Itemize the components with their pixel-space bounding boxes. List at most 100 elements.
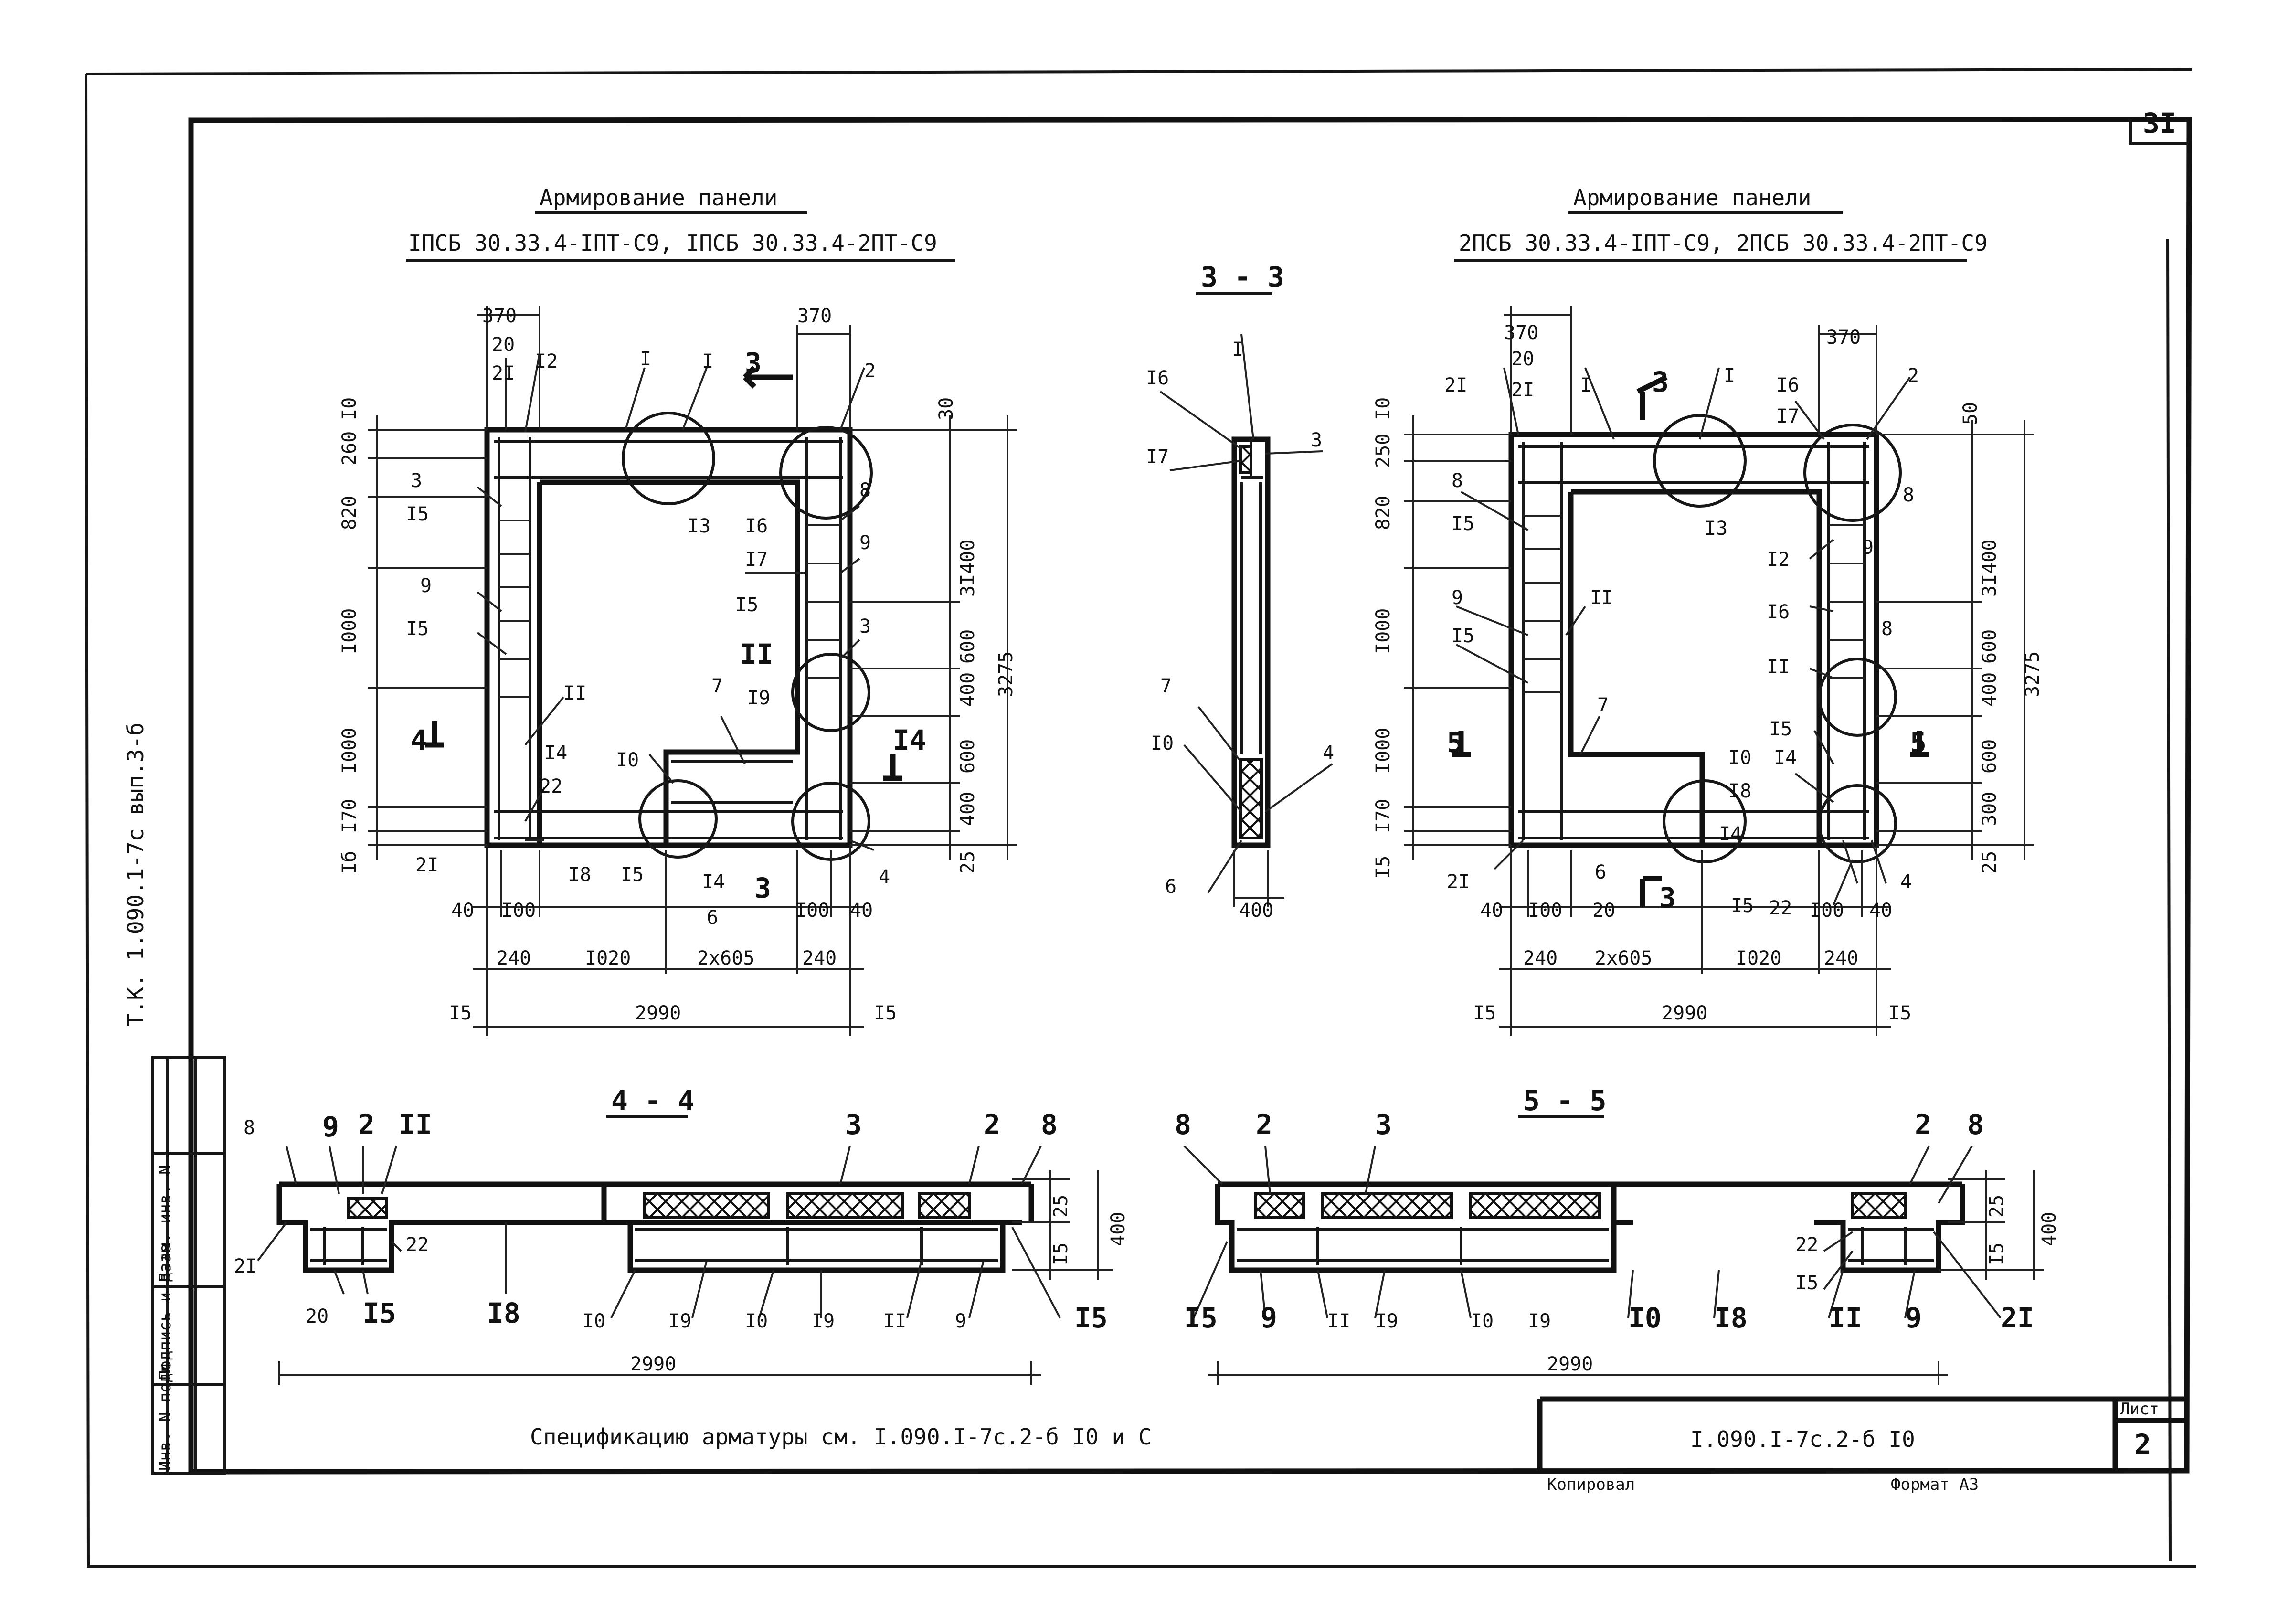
label: I5 xyxy=(735,594,758,616)
label: 8 xyxy=(1881,618,1893,640)
right-panel-subtitle: 2ПСБ 30.33.4-IПТ-С9, 2ПСБ 30.33.4-2ПТ-С9 xyxy=(1459,230,1988,256)
label: 370 xyxy=(797,305,832,327)
label: 8 xyxy=(1903,484,1914,506)
section-4-4-title: 4 - 4 xyxy=(611,1084,695,1117)
label: 6 xyxy=(1595,861,1606,883)
label: 4 xyxy=(1323,742,1334,764)
label: I9 xyxy=(1528,1310,1551,1332)
label: 9 xyxy=(859,532,871,554)
label: I5 xyxy=(621,864,644,886)
label: I5 xyxy=(1888,1002,1911,1024)
label: 7 xyxy=(711,675,723,697)
label: 260 xyxy=(339,431,360,466)
label: II xyxy=(563,682,586,704)
label: 3 xyxy=(411,470,422,492)
spec-note: Спецификацию арматуры см. I.090.I-7с.2-б… xyxy=(530,1424,1152,1450)
label: I9 xyxy=(812,1310,835,1332)
label: 25 xyxy=(957,851,979,874)
label: I000 xyxy=(339,728,360,774)
label: II xyxy=(883,1310,906,1332)
label: I6 xyxy=(745,515,768,537)
label: 30 xyxy=(935,397,957,420)
label: 2I xyxy=(1447,871,1470,893)
label: I7 xyxy=(1146,446,1169,468)
label: I0 xyxy=(1628,1302,1662,1334)
label: 20 xyxy=(1511,348,1534,370)
label: 400 xyxy=(1239,900,1273,922)
label: I00 xyxy=(1528,900,1562,922)
left-panel-subtitle: IПСБ 30.33.4-IПТ-С9, IПСБ 30.33.4-2ПТ-С9 xyxy=(408,230,937,256)
right-panel-labels: 370 370 20 2I 2I I 3 I I6 I7 2 50 I0 250… xyxy=(1372,322,2044,1024)
label: 2 xyxy=(1256,1108,1272,1141)
label: 22 xyxy=(540,775,562,797)
label: 9 xyxy=(322,1111,339,1143)
label: I70 xyxy=(1372,799,1394,833)
label: I xyxy=(1580,374,1592,396)
label: 50 xyxy=(1960,402,1982,425)
section-3-3-drawing xyxy=(1159,334,1333,907)
label: 240 xyxy=(1523,947,1558,969)
label: I xyxy=(1724,365,1735,387)
label: 6 xyxy=(707,907,718,929)
label: 250 xyxy=(1372,434,1394,468)
label: 40 xyxy=(1869,900,1892,922)
label: 40 xyxy=(451,900,474,922)
label: 300 xyxy=(1979,792,2001,826)
label: 22 xyxy=(406,1234,429,1256)
label: 600 xyxy=(957,629,979,664)
label: II xyxy=(1829,1302,1862,1334)
label: 25 xyxy=(1050,1195,1072,1218)
label: I8 xyxy=(487,1297,520,1329)
label: I8 xyxy=(568,864,591,886)
side-stamp-text: Т.К. 1.090.1-7с вып.3-б xyxy=(123,722,148,1027)
label: 9 xyxy=(1905,1302,1922,1334)
doc-code: I.090.I-7с.2-б I0 xyxy=(1690,1426,1915,1452)
label: 7 xyxy=(1597,694,1609,716)
label: I5 xyxy=(1372,856,1394,879)
label: 600 xyxy=(1979,629,2001,664)
label: I00 xyxy=(795,900,829,922)
label: I9 xyxy=(747,687,770,709)
label: I5 xyxy=(1731,895,1754,917)
label: 3 xyxy=(745,347,762,379)
left-panel-labels: 370 370 20 2I I2 I I 3 2 30 I0 260 820 I… xyxy=(339,305,1017,1024)
label: I xyxy=(702,350,713,372)
label: 2 xyxy=(1908,365,1919,387)
label: 8 xyxy=(244,1117,255,1139)
stamp-col-1: Инв. N подл. xyxy=(156,1353,175,1471)
label: I4 xyxy=(893,724,926,756)
label: I000 xyxy=(1372,728,1394,774)
label: 3 xyxy=(1375,1108,1392,1141)
label: I0 xyxy=(1151,732,1174,754)
label: 370 xyxy=(1826,327,1861,349)
label: II xyxy=(399,1108,432,1141)
label: I5 xyxy=(1074,1302,1108,1334)
label: I7 xyxy=(745,549,768,571)
label: 20 xyxy=(492,334,515,356)
label: I00 xyxy=(1810,900,1844,922)
stamp-col-2: Подпись и дата xyxy=(156,1243,175,1380)
label: 240 xyxy=(802,947,837,969)
label: 240 xyxy=(1824,947,1858,969)
label: I0 xyxy=(339,397,360,420)
label: 3 xyxy=(845,1108,862,1141)
label: 2990 xyxy=(1547,1353,1593,1375)
label: 3I400 xyxy=(957,540,979,597)
label: I2 xyxy=(1767,549,1790,571)
left-panel-title: Армирование панели xyxy=(540,185,778,211)
label: 5 xyxy=(1910,726,1927,759)
label: 25 xyxy=(1979,851,2001,874)
sheet-label: Лист xyxy=(2120,1400,2159,1419)
right-panel-title: Армирование панели xyxy=(1573,185,1812,211)
label: I2 xyxy=(535,350,558,372)
section-5-5-labels: 8 2 3 2 8 25 I5 400 I5 9 II I9 I0 I9 I0 … xyxy=(1175,1108,2060,1375)
section-5-5-drawing xyxy=(1183,1145,2044,1385)
label: I0 xyxy=(583,1310,605,1332)
label: I5 xyxy=(1184,1302,1218,1334)
label: I000 xyxy=(339,608,360,654)
label: II xyxy=(1327,1310,1350,1332)
label: 2I xyxy=(1444,374,1467,396)
label: 8 xyxy=(859,479,871,501)
label: I6 xyxy=(1776,374,1799,396)
label: 3275 xyxy=(995,651,1017,697)
